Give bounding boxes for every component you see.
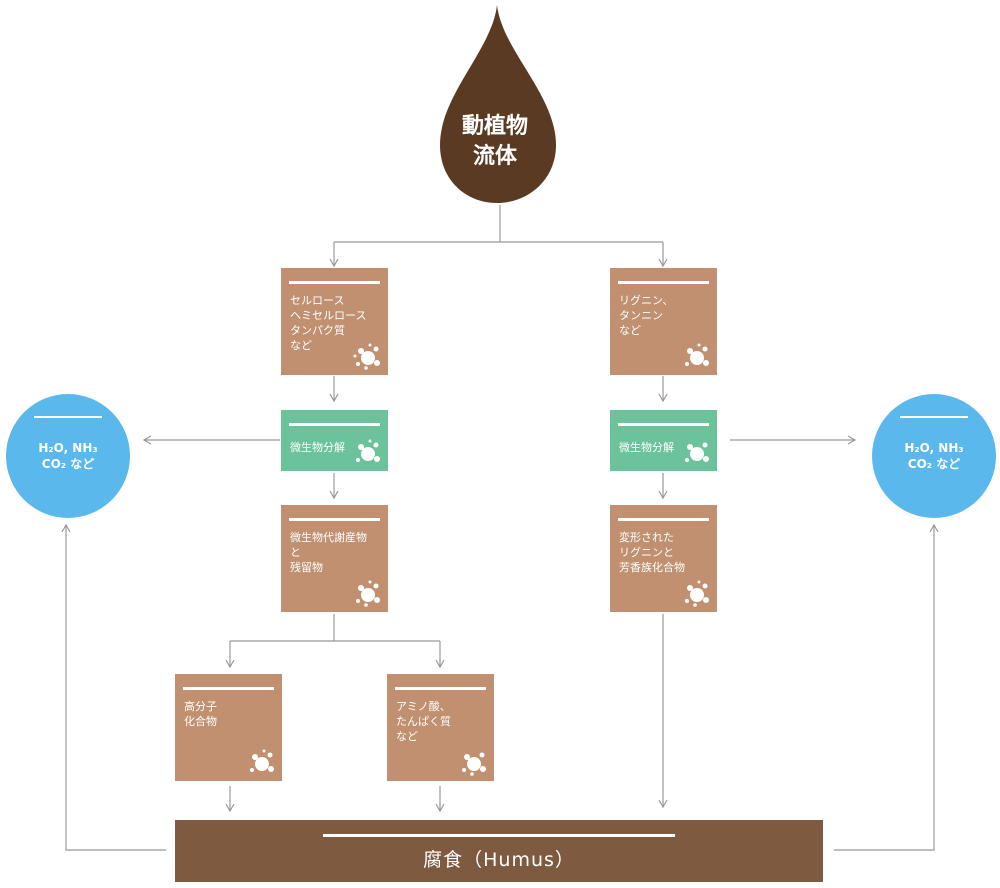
humus-bar: 腐食（Humus）	[175, 820, 823, 882]
circle-label: H₂O, NH₃ CO₂ など	[904, 441, 964, 471]
arrow-humus-to-left-products	[61, 523, 166, 851]
node-label: 微生物分解	[619, 441, 674, 454]
node-amino-acids: アミノ酸、 たんぱく質 など	[387, 674, 494, 781]
node-bar	[395, 687, 486, 690]
node-label: 高分子 化合物	[184, 700, 217, 728]
node-metabolites: 微生物代謝産物 と 残留物	[281, 505, 388, 612]
source-label: 動植物 流体	[461, 114, 528, 169]
splatter-icon	[685, 343, 709, 366]
arrow-humus-to-right-products	[834, 523, 939, 851]
node-polymer-compounds: 高分子 化合物	[175, 674, 282, 781]
node-bar	[618, 281, 709, 284]
node-bar	[289, 281, 380, 284]
node-label: セルロース ヘミセルロース タンパク質 など	[290, 294, 367, 352]
humus-label: 腐食（Humus）	[423, 849, 575, 871]
node-label: アミノ酸、 たんぱく質 など	[396, 700, 451, 743]
node-bar	[618, 518, 709, 521]
splatter-icon	[356, 580, 380, 607]
products-circle-right: H₂O, NH₃ CO₂ など	[872, 394, 996, 518]
node-bar	[183, 687, 274, 690]
node-label: 微生物分解	[290, 441, 345, 454]
circle-bar	[34, 416, 102, 418]
node-transformed-lignin: 変形された リグニンと 芳香族化合物	[610, 505, 717, 612]
splatter-icon	[250, 749, 274, 772]
splatter-icon	[356, 439, 380, 462]
splatter-icon	[462, 752, 486, 776]
products-circle-left: H₂O, NH₃ CO₂ など	[6, 394, 130, 518]
node-bar	[618, 423, 709, 426]
splatter-icon	[685, 442, 709, 462]
node-bar	[289, 518, 380, 521]
splatter-icon	[353, 343, 380, 370]
circle-label: H₂O, NH₃ CO₂ など	[38, 441, 98, 471]
circle-bar	[900, 416, 968, 418]
node-label: リグニン、 タンニン など	[619, 294, 674, 337]
node-label: 微生物代謝産物 と 残留物	[290, 531, 367, 574]
node-label: 変形された リグニンと 芳香族化合物	[619, 531, 685, 574]
humus-underline	[323, 834, 675, 837]
node-cellulose: セルロース ヘミセルロース タンパク質 など	[281, 268, 388, 375]
node-microbial-decomposition-left: 微生物分解	[281, 410, 388, 471]
node-bar	[289, 423, 380, 426]
connector-metab-split	[230, 614, 440, 642]
splatter-icon	[685, 580, 709, 607]
node-lignin: リグニン、 タンニン など	[610, 268, 717, 375]
node-microbial-decomposition-right: 微生物分解	[610, 410, 717, 471]
